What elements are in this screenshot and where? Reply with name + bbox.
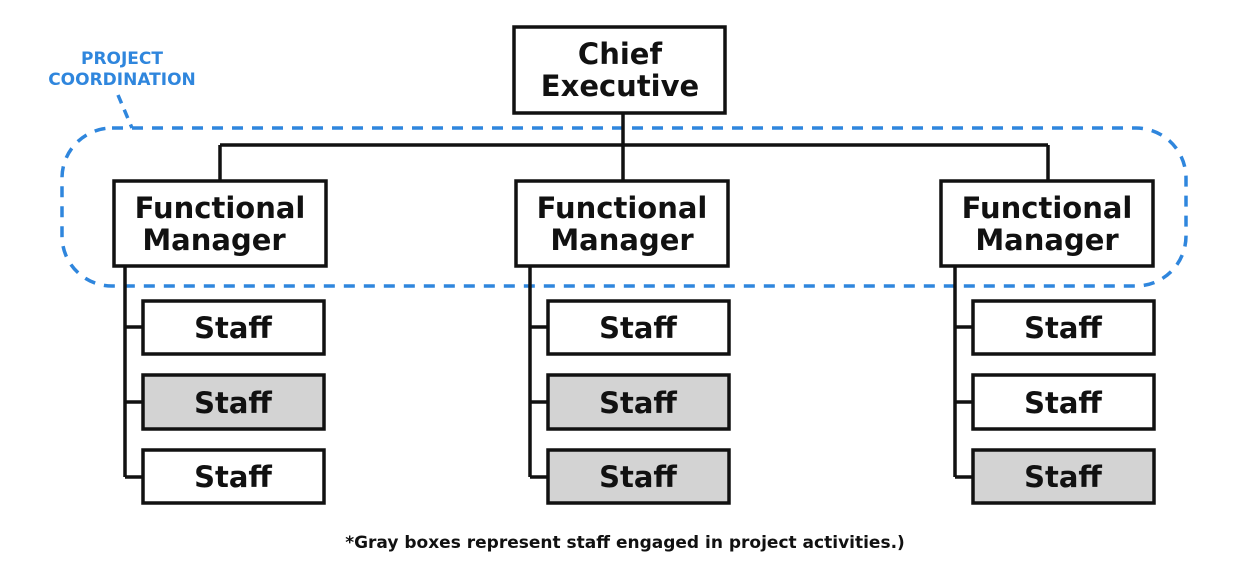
staff-box: Staff — [546, 373, 731, 431]
functional-manager-label-line2: Manager — [142, 223, 286, 257]
functional-manager-box-3: Functional Manager — [939, 179, 1155, 268]
functional-manager-label-line1: Functional — [135, 191, 306, 225]
staff-label: Staff — [599, 311, 677, 345]
project-coordination-outline — [60, 126, 1188, 288]
staff-box: Staff — [141, 299, 326, 356]
staff-box: Staff — [971, 299, 1156, 356]
functional-manager-label-line2: Manager — [550, 223, 694, 257]
staff-label: Staff — [194, 460, 272, 494]
staff-box: Staff — [971, 448, 1156, 505]
staff-box: Staff — [141, 373, 326, 431]
project-coordination-label-line2: COORDINATION — [48, 70, 196, 90]
staff-label: Staff — [599, 386, 677, 420]
connector-lines — [123, 113, 1050, 479]
staff-label: Staff — [1024, 311, 1102, 345]
staff-box: Staff — [546, 299, 731, 356]
functional-manager-label-line2: Manager — [975, 223, 1119, 257]
functional-manager-box-1: Functional Manager — [112, 179, 328, 268]
chief-executive-label-line1: Chief — [578, 37, 663, 71]
project-coordination-label-line1: PROJECT — [81, 49, 163, 69]
functional-manager-label-line1: Functional — [962, 191, 1133, 225]
chief-executive-label-line2: Executive — [541, 69, 699, 103]
staff-label: Staff — [194, 386, 272, 420]
functional-manager-box-2: Functional Manager — [514, 179, 730, 268]
staff-label: Staff — [1024, 460, 1102, 494]
chief-executive-box: Chief Executive — [512, 25, 727, 115]
staff-box: Staff — [546, 448, 731, 505]
staff-box: Staff — [971, 373, 1156, 431]
staff-label: Staff — [1024, 386, 1102, 420]
staff-label: Staff — [194, 311, 272, 345]
functional-manager-label-line1: Functional — [537, 191, 708, 225]
staff-label: Staff — [599, 460, 677, 494]
staff-box: Staff — [141, 448, 326, 505]
project-coordination-pointer — [116, 94, 134, 129]
footnote: *Gray boxes represent staff engaged in p… — [345, 533, 905, 553]
